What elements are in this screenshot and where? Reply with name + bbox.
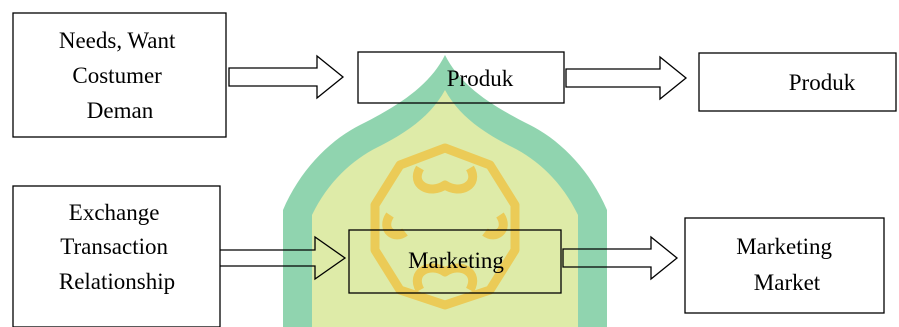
produk-middle-label: Produk [447, 66, 514, 91]
watermark-ornament [370, 143, 520, 310]
arrow-marketing-to-market [562, 235, 679, 281]
exchange-line-3: Relationship [59, 269, 175, 294]
box-exchange-transaction: Exchange Transaction Relationship [12, 185, 221, 327]
needs-line-3: Deman [87, 98, 154, 123]
exchange-line-2: Transaction [60, 234, 168, 259]
box-needs-want: Needs, Want Costumer Deman [12, 12, 227, 138]
box-marketing-middle: Marketing [348, 229, 562, 294]
arrow-exchange-to-marketing [218, 235, 347, 281]
needs-line-1: Needs, Want [59, 28, 176, 53]
box-produk-right: Produk [698, 52, 897, 112]
needs-line-2: Costumer [72, 63, 162, 88]
watermark-inner-arch [312, 90, 578, 327]
arrow-produk-to-produk [565, 55, 688, 101]
box-produk-middle: Produk [357, 51, 565, 104]
marketing-right-line-1: Marketing [736, 234, 832, 259]
marketing-right-line-2: Market [754, 270, 821, 295]
svg-text:Produk: Produk [447, 66, 514, 91]
produk-right-label: Produk [789, 70, 856, 95]
svg-text:Needs, Want Costumer: Needs, Want Costumer Deman [59, 28, 181, 123]
box-marketing-market: Marketing Market [684, 217, 885, 314]
arrow-needs-to-produk [228, 54, 345, 100]
svg-text:Marketing Market: Marketing Market [736, 234, 838, 295]
marketing-middle-label: Marketing [408, 248, 504, 273]
svg-text:Produk: Produk [789, 70, 856, 95]
watermark-logo [283, 55, 607, 327]
exchange-line-1: Exchange [69, 200, 160, 225]
svg-text:Exchange Transaction: Exchange Transaction Relationship [59, 200, 175, 294]
svg-text:Marketing: Marketing [408, 248, 504, 273]
